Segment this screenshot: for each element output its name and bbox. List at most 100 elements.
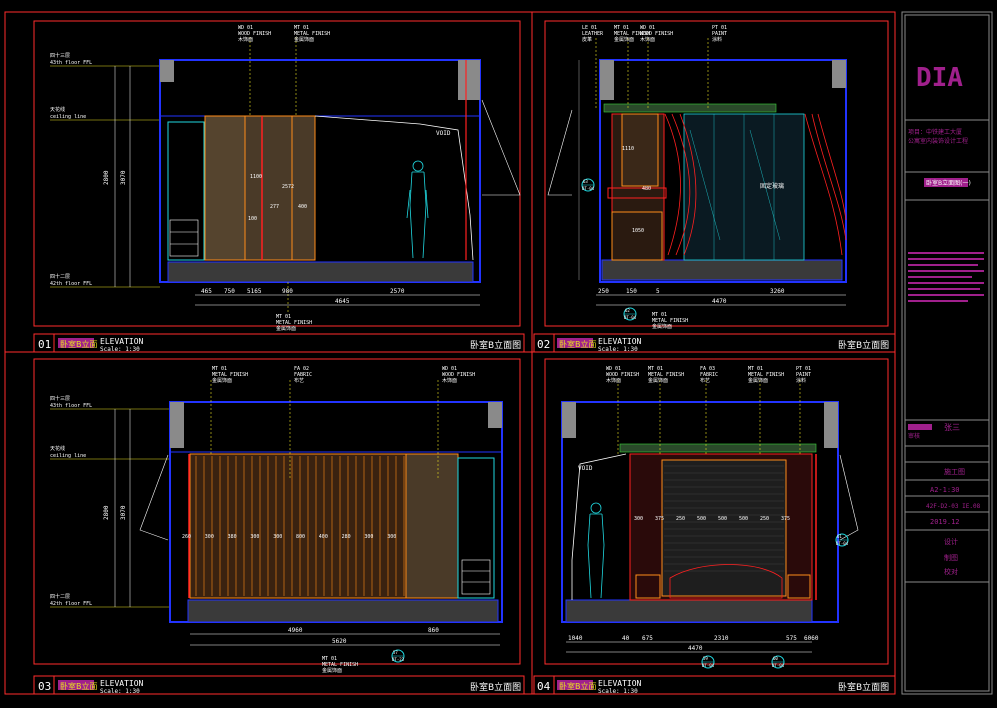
dimension-text: 300 — [364, 534, 373, 540]
svg-text:1100: 1100 — [250, 174, 262, 180]
svg-text:金属饰面: 金属饰面 — [648, 377, 668, 384]
svg-text:43th floor FFL: 43th floor FFL — [50, 403, 92, 409]
svg-text:金属饰面: 金属饰面 — [322, 667, 342, 674]
svg-text:PAINT: PAINT — [712, 31, 727, 37]
svg-text:木饰面: 木饰面 — [606, 377, 621, 384]
level-markers: 四十三层 43th floor FFL 天花线 ceiling line 四十二… — [50, 52, 160, 288]
check-label: 审核 — [908, 432, 920, 440]
glass-label: 固定玻璃 — [760, 182, 784, 190]
svg-text:METAL FINISH: METAL FINISH — [276, 320, 312, 326]
dimension-text: 380 — [228, 534, 237, 540]
svg-text:PT 01: PT 01 — [796, 366, 811, 372]
stage-value: 施工图 — [944, 467, 965, 476]
panel-title-02: 02 卧室B立面 ELEVATION Scale: 1:30 卧室B立面图 — [537, 334, 889, 353]
svg-text:FABRIC: FABRIC — [700, 372, 718, 378]
elevation-04: VOID WD 01 WOOD FINISH 木饰面 MT 01 METAL F… — [561, 366, 859, 669]
svg-text:FA 03: FA 03 — [700, 366, 715, 372]
svg-text:天花线: 天花线 — [50, 106, 65, 113]
svg-text:布艺: 布艺 — [700, 377, 710, 384]
svg-text:四十二层: 四十二层 — [50, 593, 70, 600]
svg-text:150: 150 — [626, 288, 637, 295]
date-value: 2019.12 — [930, 518, 960, 526]
panel-title-03: 03 卧室B立面 ELEVATION Scale: 1:30 卧室B立面图 — [38, 676, 521, 695]
dimension-text: 250 — [760, 516, 769, 522]
svg-text:涂料: 涂料 — [796, 377, 806, 384]
project-line1: 项目：中铁建工大厦 — [908, 128, 962, 136]
svg-text:MT 01: MT 01 — [322, 656, 337, 662]
svg-text:WOOD FINISH: WOOD FINISH — [442, 372, 475, 378]
dimension-text: 280 — [342, 534, 351, 540]
panel-number: 03 — [38, 680, 51, 693]
material-tags: LE 01 LEATHER 皮革 MT 01 METAL FINISH 金属饰面… — [582, 25, 727, 330]
svg-text:57: 57 — [393, 650, 398, 655]
svg-text:METAL FINISH: METAL FINISH — [614, 31, 650, 37]
dimension-text: 300 — [634, 516, 643, 522]
scale-label: Scale: 1:30 — [100, 346, 140, 353]
dim-vertical: 2800 — [103, 170, 110, 185]
svg-text:LE 01: LE 01 — [582, 25, 597, 31]
project-line2: 公寓室内装饰设计工程 — [908, 137, 968, 145]
svg-text:涂料: 涂料 — [712, 36, 722, 43]
dim-vertical: 3070 — [120, 170, 127, 185]
title-block: DIA 项目：中铁建工大厦 公寓室内装饰设计工程 卧室B立面图(一) 审核 张三… — [901, 11, 993, 695]
dimension-text: 500 — [718, 516, 727, 522]
svg-text:WOOD FINISH: WOOD FINISH — [640, 31, 673, 37]
panel-title-01: 01 卧室B立面 ELEVATION Scale: 1:30 卧室B立面图 — [38, 334, 521, 353]
svg-text:575: 575 — [786, 635, 797, 642]
panel-number: 04 — [537, 680, 551, 693]
svg-text:METAL FINISH: METAL FINISH — [652, 318, 688, 324]
svg-text:WOOD FINISH: WOOD FINISH — [238, 31, 271, 37]
svg-text:METAL FINISH: METAL FINISH — [648, 372, 684, 378]
svg-text:DT-04: DT-04 — [702, 663, 715, 668]
svg-text:480: 480 — [642, 186, 651, 192]
svg-text:MT 01: MT 01 — [648, 366, 663, 372]
detail-callout-63: 63 DT-04 — [581, 178, 595, 192]
svg-text:金属饰面: 金属饰面 — [748, 377, 768, 384]
svg-text:WD 01: WD 01 — [640, 25, 655, 31]
svg-text:4645: 4645 — [335, 298, 350, 305]
svg-text:WD 01: WD 01 — [238, 25, 253, 31]
dimension-text: 300 — [205, 534, 214, 540]
sheet-frames — [4, 11, 896, 695]
panel-code: 卧室B立面 — [559, 339, 597, 349]
svg-text:59: 59 — [703, 656, 708, 661]
svg-text:PAINT: PAINT — [796, 372, 811, 378]
svg-text:ceiling line: ceiling line — [50, 453, 86, 459]
svg-text:金属饰面: 金属饰面 — [294, 36, 314, 43]
svg-text:42th floor FFL: 42th floor FFL — [50, 281, 92, 287]
svg-text:4470: 4470 — [688, 645, 703, 652]
svg-text:FABRIC: FABRIC — [294, 372, 312, 378]
material-tags: WD 01 WOOD FINISH 木饰面 MT 01 METAL FINISH… — [238, 25, 330, 332]
svg-text:4960: 4960 — [288, 627, 303, 634]
notes-block — [908, 252, 984, 302]
svg-text:金属饰面: 金属饰面 — [212, 377, 232, 384]
panel-code: 卧室B立面 — [559, 681, 597, 691]
signature-3: 校对 — [944, 567, 958, 576]
void-label: VOID — [578, 465, 593, 472]
dimension-text: 300 — [387, 534, 396, 540]
panel-title-04: 04 卧室B立面 ELEVATION Scale: 1:30 卧室B立面图 — [537, 676, 889, 695]
drawing-title: 卧室B立面图(一) — [926, 179, 971, 187]
svg-text:100: 100 — [248, 216, 257, 222]
svg-text:675: 675 — [642, 635, 653, 642]
dimension-text: 800 — [296, 534, 305, 540]
material-tags: WD 01 WOOD FINISH 木饰面 MT 01 METAL FINISH… — [606, 366, 811, 455]
svg-text:ceiling line: ceiling line — [50, 114, 86, 120]
elevation-label: ELEVATION — [100, 337, 144, 346]
svg-text:METAL FINISH: METAL FINISH — [294, 31, 330, 37]
svg-text:5165: 5165 — [247, 288, 262, 295]
svg-text:METAL FINISH: METAL FINISH — [322, 662, 358, 668]
svg-text:金属饰面: 金属饰面 — [652, 323, 672, 330]
dimension-text: 500 — [739, 516, 748, 522]
dimension-text: 300 — [250, 534, 259, 540]
detail-callout-57: 57 DT-23 — [391, 649, 405, 663]
svg-text:四十三层: 四十三层 — [50, 52, 70, 59]
svg-text:3070: 3070 — [120, 505, 127, 520]
svg-text:METAL FINISH: METAL FINISH — [212, 372, 248, 378]
elevation-label: ELEVATION — [598, 337, 642, 346]
dimension-text: 260 — [182, 534, 191, 540]
svg-text:WD 01: WD 01 — [606, 366, 621, 372]
svg-text:WD 01: WD 01 — [442, 366, 457, 372]
svg-text:DT-04: DT-04 — [772, 663, 785, 668]
dimension-text: 400 — [319, 534, 328, 540]
